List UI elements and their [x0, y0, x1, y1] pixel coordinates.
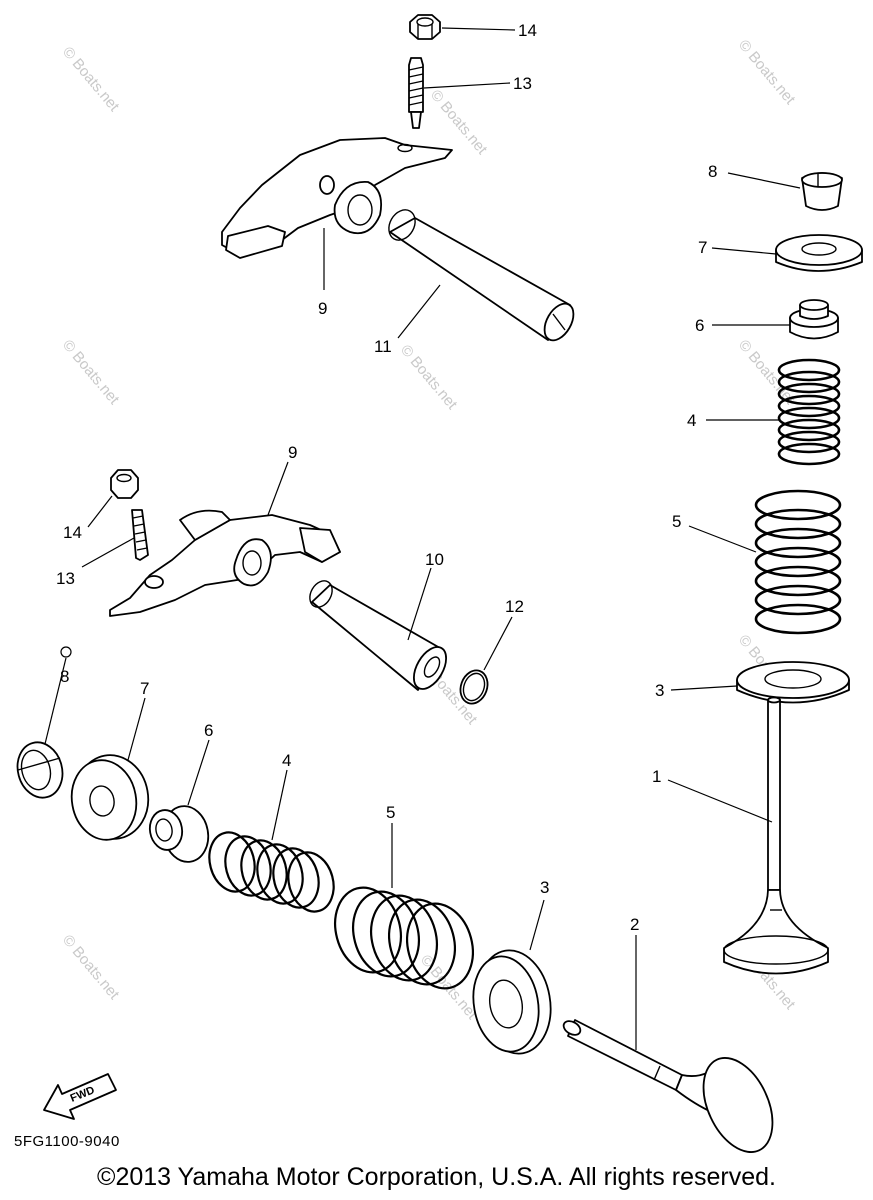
callout-5-lower: 5 [386, 803, 395, 822]
callout-8-lower: 8 [60, 667, 69, 686]
callout-13-lower: 13 [56, 569, 75, 588]
inner-spring-upper [777, 358, 841, 466]
adjuster-screw-upper [408, 57, 424, 129]
forward-arrow: FWD [43, 1073, 117, 1120]
spring-seat-upper [736, 661, 850, 704]
callout-6-lower: 6 [204, 721, 213, 740]
callout-2: 2 [630, 915, 639, 934]
valve-cotter-lower [16, 741, 64, 799]
callout-14-upper: 14 [518, 21, 537, 40]
locknut-upper [409, 14, 441, 40]
callout-5-upper: 5 [672, 512, 681, 531]
callout-4-lower: 4 [282, 751, 291, 770]
callout-3-upper: 3 [655, 681, 664, 700]
intake-valve [562, 1019, 774, 1153]
exploded-parts-diagram: © Boats.net © Boats.net © Boats.net © Bo… [16, 14, 863, 1153]
spring-seat-lower [472, 949, 552, 1055]
watermark-9: © Boats.net [59, 932, 123, 1004]
rocker-arm-upper [221, 137, 453, 259]
callout-6-upper: 6 [695, 316, 704, 335]
watermark-layer: © Boats.net © Boats.net © Boats.net © Bo… [59, 37, 799, 1024]
valve-retainer-upper [775, 234, 863, 272]
callout-12: 12 [505, 597, 524, 616]
callout-11: 11 [374, 337, 392, 356]
rocker-arm-lower [109, 509, 341, 617]
callout-7-upper: 7 [698, 238, 707, 257]
callout-1: 1 [652, 767, 661, 786]
callout-8-upper: 8 [708, 162, 717, 181]
callout-13-upper: 13 [513, 74, 532, 93]
callout-14-lower: 14 [63, 523, 82, 542]
callout-labels: 14 13 9 11 8 7 6 4 5 3 1 9 14 13 10 12 8… [56, 21, 717, 934]
callout-3-lower: 3 [540, 878, 549, 897]
callout-7-lower: 7 [140, 679, 149, 698]
rocker-shaft-upper [388, 209, 575, 342]
rocker-shaft-lower [309, 580, 447, 691]
stem-seal-upper [789, 299, 839, 340]
locknut-lower [110, 469, 139, 499]
exhaust-valve [723, 696, 829, 975]
callout-9-lower: 9 [288, 443, 297, 462]
diagram-code: 5FG1100-9040 [14, 1133, 120, 1150]
outer-spring-upper [754, 489, 842, 635]
inner-spring-lower [208, 831, 335, 913]
leader-lines [44, 27, 801, 1050]
o-ring [459, 669, 489, 705]
callout-10: 10 [425, 550, 444, 569]
valve-retainer-lower [70, 754, 150, 841]
outer-spring-lower [334, 886, 474, 990]
callout-9-upper: 9 [318, 299, 327, 318]
adjuster-screw-lower [131, 509, 149, 561]
watermark-5: © Boats.net [397, 342, 461, 414]
valve-cotter-upper [801, 172, 843, 211]
watermark-4: © Boats.net [59, 337, 123, 409]
stem-seal-lower [148, 805, 210, 863]
copyright-notice: ©2013 Yamaha Motor Corporation, U.S.A. A… [97, 1163, 776, 1191]
watermark-3: © Boats.net [735, 37, 799, 109]
callout-4-upper: 4 [687, 411, 696, 430]
watermark-1: © Boats.net [59, 44, 123, 116]
